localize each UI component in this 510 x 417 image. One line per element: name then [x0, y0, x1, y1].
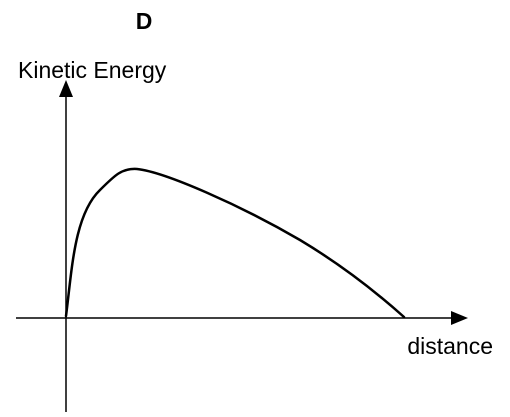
option-letter: D: [136, 8, 153, 34]
kinetic-energy-curve: [64, 167, 406, 319]
y-axis-label: Kinetic Energy: [18, 57, 167, 83]
y-axis-arrowhead: [59, 80, 73, 97]
x-axis-arrowhead: [451, 311, 468, 325]
x-axis-label: distance: [407, 333, 493, 359]
